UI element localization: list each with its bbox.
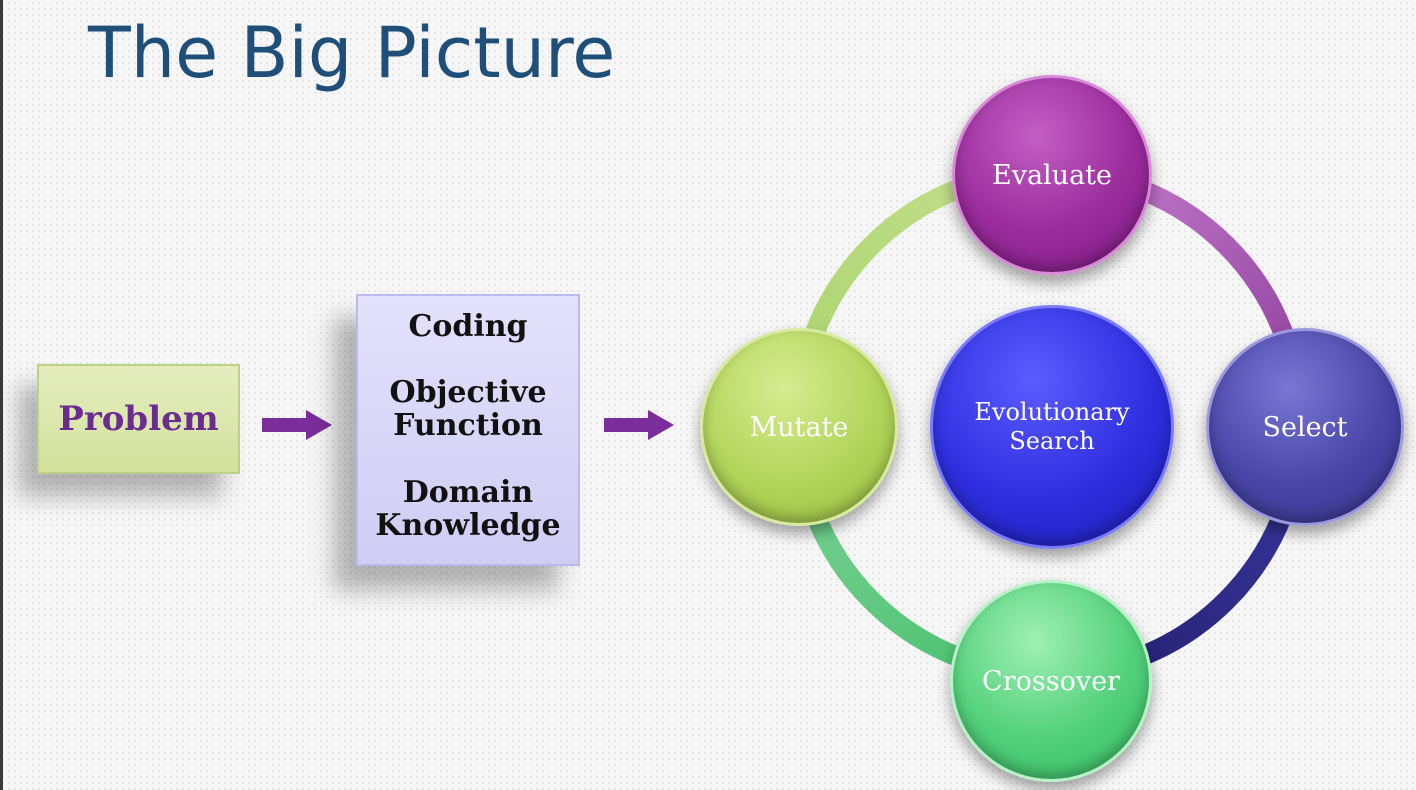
- evaluate-label: Evaluate: [991, 159, 1112, 191]
- arrow-right-icon: [604, 410, 674, 440]
- problem-label: Problem: [58, 399, 219, 439]
- evolutionary-search-node: Evolutionary Search: [930, 305, 1174, 549]
- spec-knowledge: Knowledge: [375, 508, 561, 543]
- mutate-node: Mutate: [700, 328, 898, 526]
- spec-domain: Domain: [402, 475, 534, 510]
- slide-title: The Big Picture: [88, 12, 616, 94]
- crossover-node: Crossover: [950, 580, 1152, 782]
- select-label: Select: [1262, 411, 1348, 443]
- spec-objective: Objective: [389, 375, 547, 410]
- center-label-line2: Search: [1009, 427, 1095, 455]
- spec-coding: Coding: [408, 309, 528, 344]
- select-node: Select: [1206, 328, 1404, 526]
- mutate-label: Mutate: [749, 411, 849, 443]
- spec-function: Function: [393, 408, 543, 443]
- evaluate-node: Evaluate: [952, 75, 1152, 275]
- specification-box: Coding Objective Function Domain Knowled…: [356, 294, 580, 566]
- crossover-label: Crossover: [982, 665, 1120, 697]
- arrow-right-icon: [262, 410, 332, 440]
- left-edge-border: [0, 0, 3, 790]
- problem-box: Problem: [37, 364, 240, 474]
- center-label-line1: Evolutionary: [974, 398, 1130, 426]
